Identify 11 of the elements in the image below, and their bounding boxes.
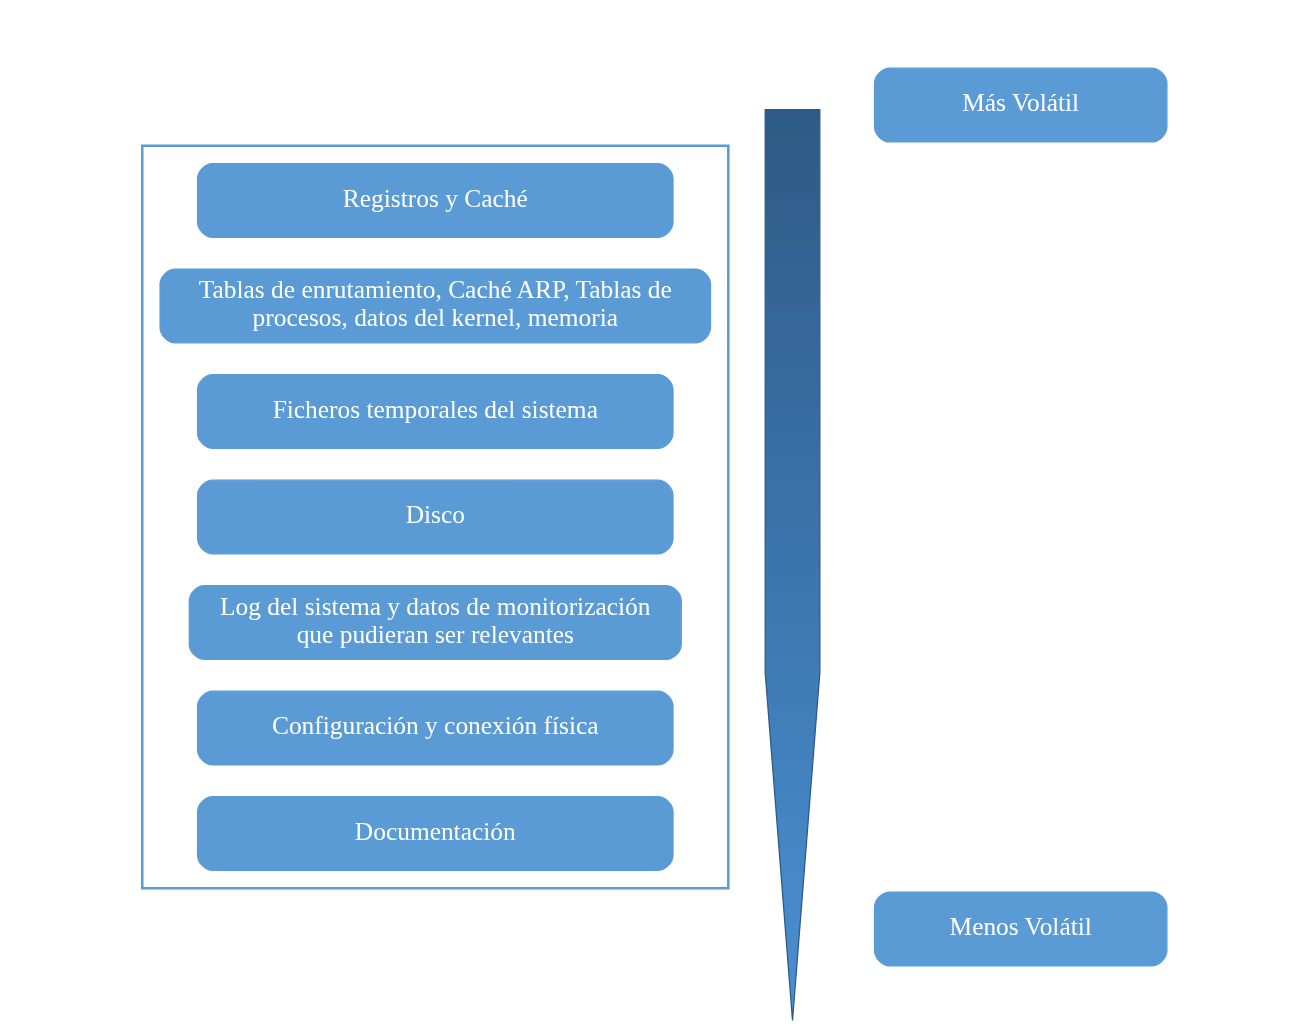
node-box: Configuración y conexión física [196, 690, 674, 766]
cluster [141, 144, 730, 890]
node-box: Registros y Caché [196, 162, 674, 238]
node-box: Tablas de enrutamiento, Caché ARP, Tablas de procesos, datos del kernel, memoria [159, 268, 712, 344]
node-box: Menos Volátil [873, 891, 1168, 967]
node-box: Log del sistema y datos de monitorización que pudieran ser relevantes [188, 585, 682, 660]
node-box: Más Volátil [873, 67, 1168, 143]
node-box: Disco [196, 479, 674, 555]
node-box: Ficheros temporales del sistema [196, 374, 674, 449]
node-box: Documentación [196, 796, 674, 872]
node-arrow [764, 109, 821, 1022]
